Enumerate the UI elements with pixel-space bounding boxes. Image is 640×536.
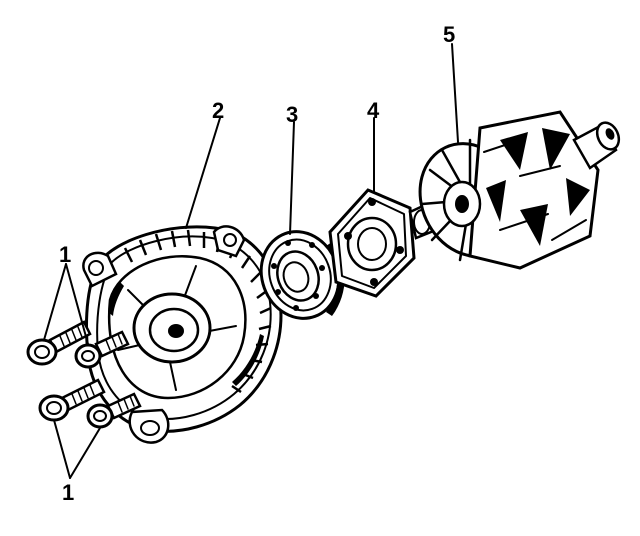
through-bolts	[26, 320, 142, 429]
callout-3: 3	[286, 102, 298, 127]
callout-5: 5	[443, 22, 455, 47]
callout-1-lower: 1	[62, 480, 74, 505]
bolt-2	[74, 330, 130, 369]
callout-1-upper: 1	[59, 242, 71, 267]
bolt-4	[86, 392, 142, 429]
callout-4: 4	[367, 98, 380, 123]
drive-end-housing	[82, 225, 283, 444]
callout-labels: 1 1 2 3 4 5	[59, 22, 455, 505]
leader-lines	[43, 43, 459, 479]
rotor	[408, 110, 621, 270]
bolt-3	[38, 378, 106, 422]
bolt-1	[26, 320, 92, 366]
bearing-retainer-plate	[328, 188, 416, 298]
bearing	[259, 230, 345, 320]
callout-2: 2	[212, 98, 224, 123]
